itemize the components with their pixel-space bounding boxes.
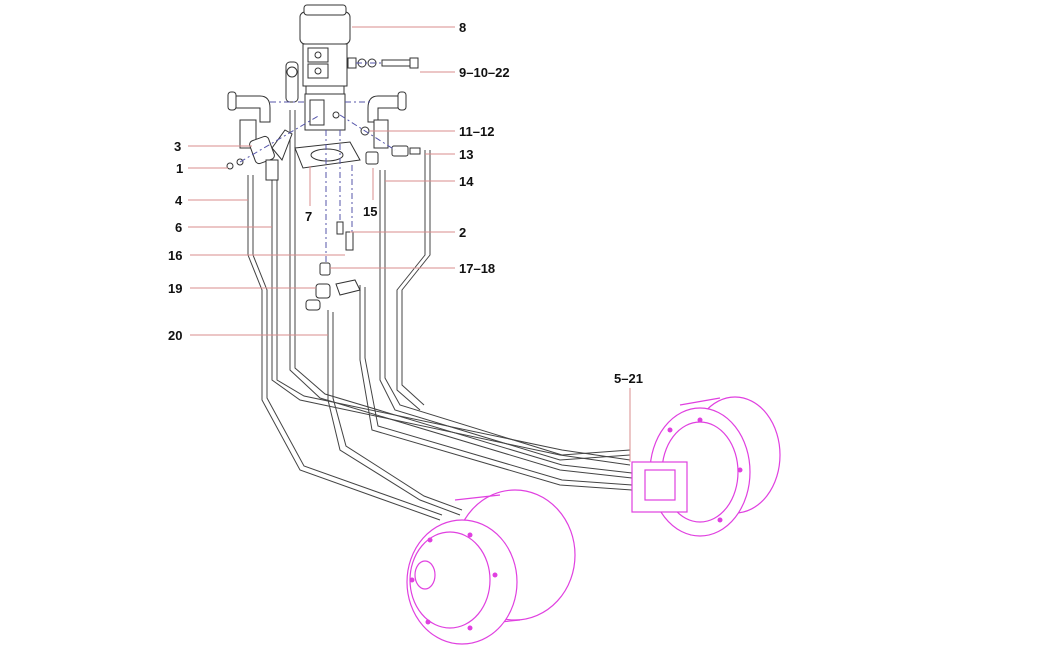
callout-5-21: 5–21 xyxy=(614,371,643,386)
leader-lines xyxy=(188,26,631,462)
callout-9-10-22: 9–10–22 xyxy=(459,65,510,80)
callout-14: 14 xyxy=(459,174,474,189)
callout-1: 1 xyxy=(176,161,183,176)
callout-17-18: 17–18 xyxy=(459,261,495,276)
swivel-joint xyxy=(226,4,421,311)
travel-motor-left xyxy=(406,489,576,645)
callout-7: 7 xyxy=(305,209,312,224)
callout-2: 2 xyxy=(459,225,466,240)
callout-6: 6 xyxy=(175,220,182,235)
callout-20: 20 xyxy=(168,328,182,343)
callout-4: 4 xyxy=(175,193,183,208)
travel-motor-right xyxy=(631,396,781,537)
callout-3: 3 xyxy=(174,139,181,154)
callout-13: 13 xyxy=(459,147,473,162)
callout-11-12: 11–12 xyxy=(459,124,494,139)
callout-19: 19 xyxy=(168,281,182,296)
callout-8: 8 xyxy=(459,20,466,35)
callout-15: 15 xyxy=(363,204,377,219)
hoses xyxy=(247,110,633,521)
callout-16: 16 xyxy=(168,248,182,263)
